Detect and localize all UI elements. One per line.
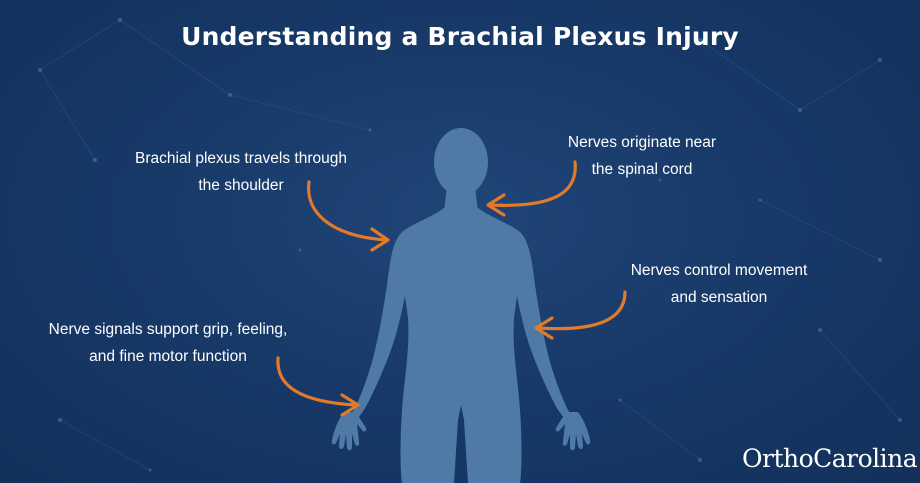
- label-nerves-spinal-cord: Nerves originate near the spinal cord: [547, 129, 737, 183]
- arrow-to-shoulder-icon: [307, 180, 390, 252]
- label-brachial-plexus-shoulder: Brachial plexus travels through the shou…: [110, 145, 372, 199]
- label-line: Brachial plexus travels through: [135, 150, 347, 167]
- label-line: the spinal cord: [591, 161, 693, 178]
- label-nerves-movement-sensation: Nerves control movement and sensation: [604, 257, 834, 311]
- label-line: Nerves originate near: [567, 134, 717, 151]
- page-title: Understanding a Brachial Plexus Injury: [181, 22, 739, 51]
- arrow-to-neck-icon: [486, 160, 577, 217]
- orthocarolina-logo: OrthoCarolina: [742, 444, 918, 473]
- label-line: Nerves control movement: [630, 262, 808, 279]
- label-line: the shoulder: [198, 177, 284, 194]
- label-nerve-signals-grip: Nerve signals support grip, feeling, and…: [18, 316, 318, 370]
- label-line: and fine motor function: [89, 348, 247, 365]
- arrow-to-arm-icon: [534, 290, 627, 340]
- arrow-to-hand-icon: [276, 356, 360, 417]
- label-line: and sensation: [670, 289, 768, 306]
- label-line: Nerve signals support grip, feeling,: [48, 321, 288, 338]
